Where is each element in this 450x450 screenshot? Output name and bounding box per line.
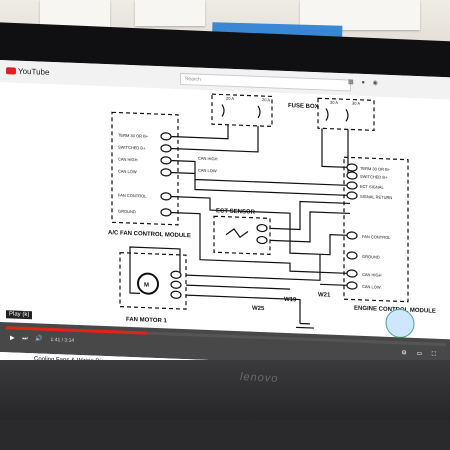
wire-label: W21 (318, 292, 331, 298)
video-player[interactable]: TERM 30 OR B+ SWITCHED B+ CAN HIGH CAN L… (0, 82, 450, 350)
wire-label: W25 (252, 306, 265, 312)
left-pin-label: TERM 30 OR B+ (118, 133, 149, 139)
engine-module-box (343, 156, 409, 303)
wiring-diagram: TERM 30 OR B+ SWITCHED B+ CAN HIGH CAN L… (108, 93, 436, 338)
right-pin-label: SWITCHED B+ (360, 174, 388, 180)
motor-symbol: M (144, 283, 149, 289)
ect-sensor-box (213, 215, 271, 255)
right-pin-label: FAN CONTROL (362, 234, 391, 240)
laptop-brand: lenovo (239, 371, 279, 385)
motor-circle (137, 272, 159, 295)
volume-icon[interactable]: 🔊 (35, 336, 43, 343)
left-pin-label: SWITCHED B+ (118, 145, 146, 151)
can-label: CAN LOW (198, 168, 217, 174)
laptop-base (0, 420, 450, 450)
left-pin-label: FAN CONTROL (118, 193, 147, 199)
can-label: CAN HIGH (198, 156, 218, 162)
fuse-box-right (317, 97, 375, 131)
right-pin-label: ECT SIGNAL (360, 184, 384, 190)
right-pin-label: CAN HIGH (362, 272, 382, 278)
search-input[interactable]: Search (180, 72, 351, 92)
ect-sensor-label: ECT SENSOR (216, 208, 256, 216)
ac-fan-module-box (111, 111, 179, 226)
channel-watermark (385, 308, 415, 338)
control-row: ▶ ⏭ 🔊 1:41 / 3:14 (10, 334, 80, 345)
fuse-box-left (211, 93, 273, 128)
left-pin-label: CAN HIGH (118, 157, 138, 163)
screen: YouTube Search ▦ ● ◉ (0, 60, 450, 378)
right-pin-label: TERM 30 OR B+ (360, 166, 391, 172)
progress-fill (6, 326, 147, 335)
play-tooltip: Play (k) (6, 310, 33, 320)
left-pin-label: GROUND (118, 209, 136, 215)
right-pin-label: GROUND (362, 254, 380, 260)
header-icons[interactable]: ▦ ● ◉ (348, 79, 381, 87)
time-display: 1:41 / 3:14 (50, 336, 75, 344)
fuse-label: 20 A (226, 96, 234, 101)
fuse-label: 30 A (330, 100, 338, 105)
play-icon[interactable]: ▶ (10, 335, 15, 342)
left-pin-label: CAN LOW (118, 169, 137, 175)
right-pin-label: CAN LOW (362, 284, 381, 290)
fuse-box-label: FUSE BOX (288, 103, 319, 110)
right-pin-label: SIGNAL RETURN (360, 194, 392, 200)
fuse-label: 20 A (262, 97, 270, 102)
wire-label: W19 (284, 297, 297, 303)
player-right-controls[interactable]: ⚙ ▭ ⛶ (401, 350, 440, 358)
youtube-logo[interactable]: YouTube (6, 66, 49, 77)
fan-motor-box (119, 251, 187, 310)
ac-fan-module-label: A/C FAN CONTROL MODULE (108, 230, 191, 239)
fan-motor-label: FAN MOTOR 1 (126, 317, 168, 325)
fuse-label: 30 A (352, 101, 360, 106)
next-icon[interactable]: ⏭ (22, 335, 28, 343)
paper-sheet (135, 0, 205, 26)
